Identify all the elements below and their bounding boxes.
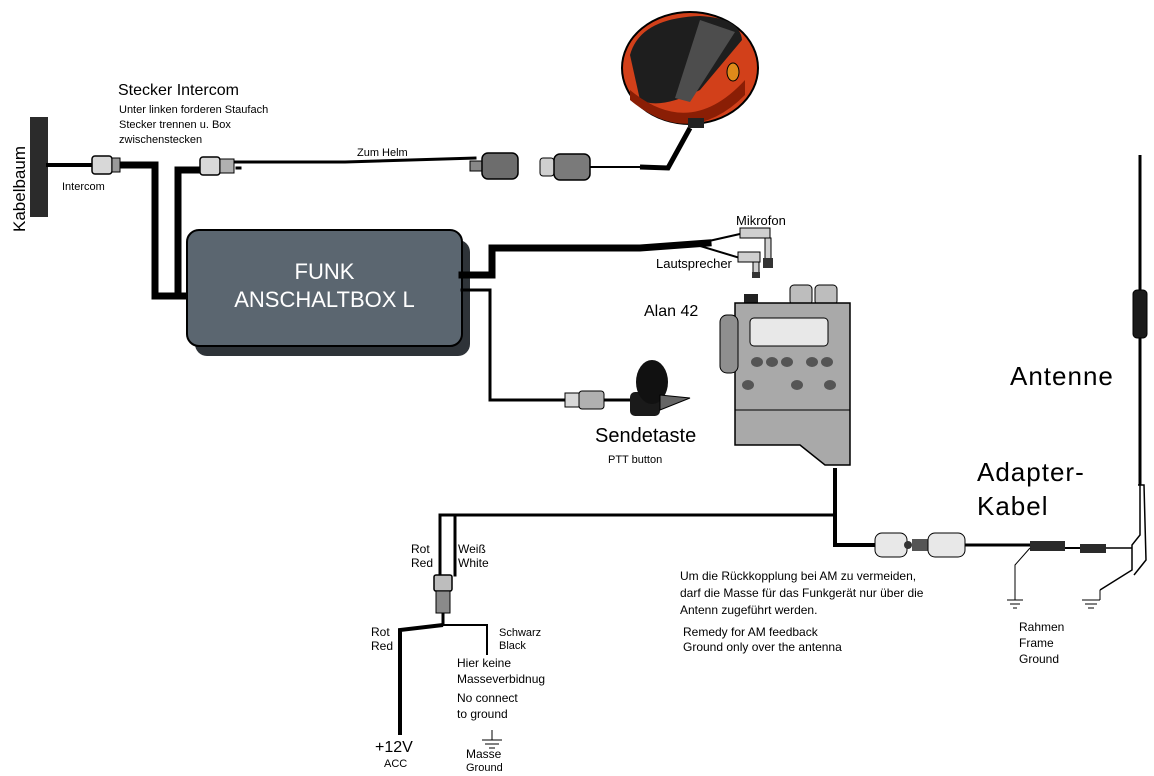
note-am-line-1: Um die Rückkopplung bei AM zu vermeiden, (680, 569, 917, 583)
helmet-connector-male (539, 153, 640, 181)
intercom-connector-2 (199, 156, 235, 176)
hier-keine-label: Hier keine (457, 656, 512, 670)
wire-red-2: Red (371, 639, 394, 653)
ground-label-masse: Ground (466, 762, 503, 774)
wire-black: Black (499, 640, 526, 652)
helmet-illustration (621, 11, 759, 171)
ptt-button (630, 360, 691, 416)
intercom-label: Intercom (62, 181, 105, 193)
antenna (1099, 155, 1148, 591)
box-cables-right (438, 232, 1081, 577)
wire-red-1: Red (411, 556, 434, 570)
note-am-line-3: Antenn zugeführt werden. (680, 603, 818, 617)
stecker-note-line-2: Stecker trennen u. Box (119, 119, 231, 131)
rahmen-label: Rahmen (1019, 620, 1065, 634)
wire-weiss: Weiß (458, 542, 486, 556)
acc-label: ACC (384, 758, 408, 770)
alan-42-label: Alan 42 (644, 303, 699, 320)
adapter-cable (874, 532, 1132, 600)
remedy-line-1: Remedy for AM feedback (683, 625, 818, 639)
wire-rot-1: Rot (411, 542, 430, 556)
frame-label: Frame (1019, 636, 1054, 650)
antenne-label: Antenne (1010, 361, 1114, 391)
no-connect-label: No connect (457, 691, 518, 705)
note-am-line-2: darf die Masse für das Funkgerät nur übe… (680, 586, 924, 600)
lautsprecher-plug (737, 251, 761, 278)
funk-box-title: FUNK ANSCHALTBOX L (187, 258, 462, 313)
mikrofon-label: Mikrofon (736, 213, 786, 228)
plus-12v-label: +12V (375, 739, 413, 756)
stecker-note-line-3: zwischenstecken (119, 134, 203, 146)
ground-label-frame: Ground (1019, 652, 1060, 666)
helmet-connector-female (469, 152, 519, 180)
stecker-note-line-1: Unter linken forderen Staufach (119, 104, 269, 116)
adapter-kabel-line-2: Kabel (977, 491, 1049, 521)
kabelbaum-bar (30, 117, 48, 217)
sendetaste-label: Sendetaste (595, 425, 697, 447)
stecker-intercom-title: Stecker Intercom (118, 82, 239, 99)
zum-helm-label: Zum Helm (357, 147, 408, 159)
masse-label: Masse (466, 747, 502, 761)
adapter-kabel-line-1: Adapter- (977, 457, 1085, 487)
intercom-cables (46, 156, 477, 300)
alan-42-radio (719, 284, 851, 466)
wire-white: White (458, 556, 489, 570)
remedy-line-2: Ground only over the antenna (683, 640, 842, 654)
mikrofon-plug (739, 227, 773, 268)
funk-anschaltbox (186, 229, 470, 356)
funk-box-line-2: ANSCHALTBOX L (234, 286, 415, 312)
kabelbaum-label: Kabelbaum (10, 145, 29, 232)
lautsprecher-label: Lautsprecher (656, 256, 732, 271)
power-wiring (398, 574, 502, 749)
ground-symbol-antenna (1082, 590, 1101, 609)
intercom-connector-1 (91, 155, 121, 175)
ptt-connector (564, 390, 605, 410)
ptt-button-label: PTT button (608, 454, 663, 466)
to-ground-label: to ground (457, 707, 508, 721)
funk-box-line-1: FUNK (294, 259, 355, 284)
wire-schwarz: Schwarz (499, 627, 542, 639)
wire-rot-2: Rot (371, 625, 390, 639)
ground-symbol-frame (1007, 599, 1023, 609)
masseverbindung-label: Masseverbidnug (457, 672, 546, 686)
